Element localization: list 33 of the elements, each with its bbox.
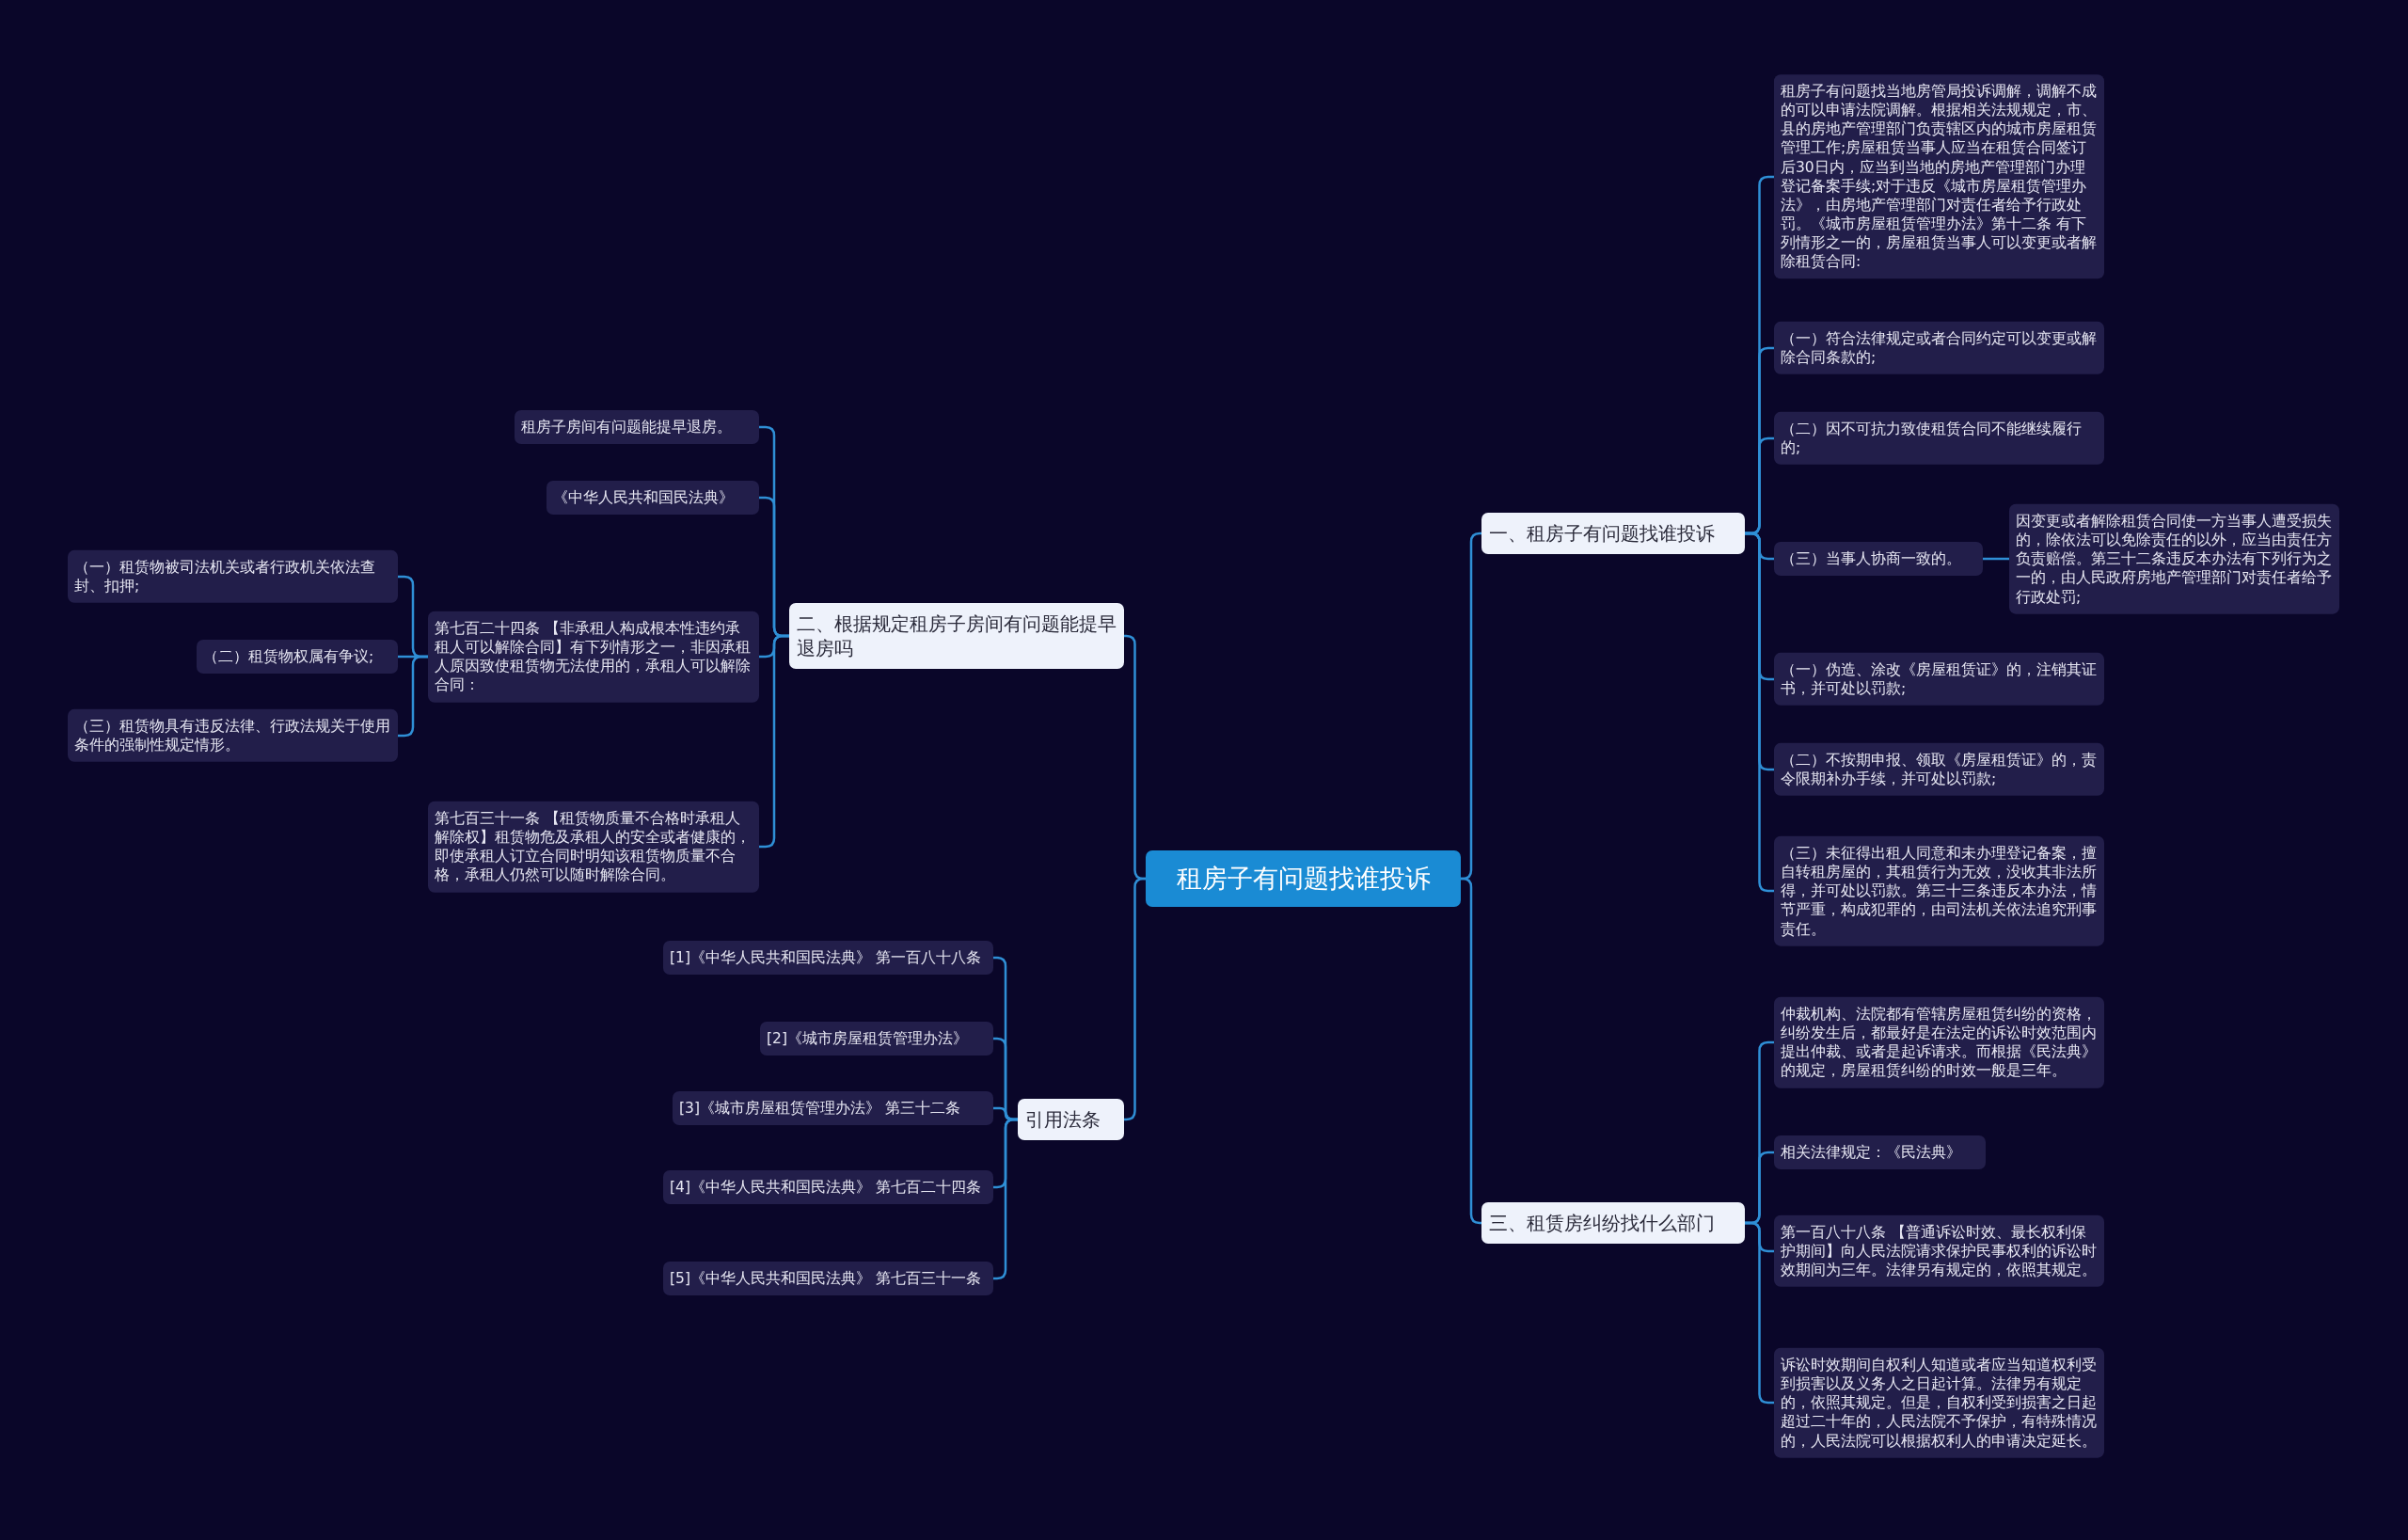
note-box: 诉讼时效期间自权利人知道或者应当知道权利受到损害以及义务人之日起计算。法律另有规定的，依照其规定。但是，自权利受到损害之日起超过二十年的，人民法院不予保护，有特殊情况的，人民法院可以根据权利人的申请决定延长。	[1774, 1347, 2104, 1458]
note-box: （一）伪造、涂改《房屋租赁证》的，注销其证书，并可处以罚款;	[1774, 652, 2104, 706]
connector	[993, 1118, 1018, 1280]
note-box: （三）租赁物具有违反法律、行政法规关于使用条件的强制性规定情形。	[68, 708, 398, 763]
branch-topic: 二、根据规定租房子房间有问题能提早退房吗	[789, 603, 1124, 669]
note-box: 第七百三十一条 【租赁物质量不合格时承租人解除权】租赁物危及承租人的安全或者健康的，即使承租人订立合同时明知该租赁物质量不合格，承租人仍然可以随时解除合同。	[428, 801, 759, 893]
note-box: （二）不按期申报、领取《房屋租赁证》的，责令限期补办手续，并可处以罚款;	[1774, 742, 2104, 797]
note-box: [2]《城市房屋租赁管理办法》	[760, 1021, 993, 1056]
note-box: [4]《中华人民共和国民法典》 第七百二十四条	[663, 1169, 993, 1205]
note-box: （三）未征得出租人同意和未办理登记备案，擅自转租房屋的，其租赁行为无效，没收其非法所得，并可处以罚款。第三十三条违反本办法，情节严重，构成犯罪的，由司法机关依法追究刑事责任。	[1774, 835, 2104, 946]
note-box: 第一百八十八条 【普通诉讼时效、最长权利保护期间】向人民法院请求保护民事权利的诉讼时效期间为三年。法律另有规定的，依照其规定。	[1774, 1215, 2104, 1288]
branch-topic: 引用法条	[1018, 1099, 1124, 1140]
note-box: [3]《城市房屋租赁管理办法》 第三十二条	[673, 1090, 993, 1126]
note-box: [1]《中华人民共和国民法典》 第一百八十八条	[663, 940, 993, 976]
note-box: 租房子有问题找当地房管局投诉调解，调解不成的可以申请法院调解。根据相关法规规定，市、县的房地产管理部门负责辖区内的城市房屋租赁管理工作;房屋租赁当事人应当在租赁合同签订后30日内，应当到当地的房地产管理部门办理登记备案手续;对于违反《城市房屋租赁管理办法》，由房地产管理部门对责任者给予行政处罚。《城市房屋租赁管理办法》第十二条 有下列情形之一的，房屋租赁当事人可以变更或者解除租赁合同:	[1774, 74, 2104, 279]
note-box: （二）租赁物权属有争议;	[197, 639, 398, 675]
note-box: 第七百二十四条 【非承租人构成根本性违约承租人可以解除合同】有下列情形之一，非因承租人原因致使租赁物无法使用的，承租人可以解除合同：	[428, 611, 759, 703]
branch-topic: 一、租房子有问题找谁投诉	[1481, 513, 1745, 554]
note-box: （一）符合法律规定或者合同约定可以变更或解除合同条款的;	[1774, 321, 2104, 375]
note-box: （三）当事人协商一致的。	[1774, 541, 1983, 577]
connector	[1983, 557, 2009, 561]
central-topic: 租房子有问题找谁投诉	[1146, 850, 1461, 907]
note-box: 租房子房间有问题能提早退房。	[515, 409, 759, 445]
note-box: 因变更或者解除租赁合同使一方当事人遭受损失的，除依法可以免除责任的以外，应当由责任方负责赔偿。第三十二条违反本办法有下列行为之一的，由人民政府房地产管理部门对责任者给予行政处罚;	[2009, 503, 2339, 614]
note-box: 相关法律规定：《民法典》	[1774, 1135, 1986, 1170]
note-box: （一）租赁物被司法机关或者行政机关依法查封、扣押;	[68, 549, 398, 604]
branch-topic: 三、租赁房纠纷找什么部门	[1481, 1202, 1745, 1244]
note-box: （二）因不可抗力致使租赁合同不能继续履行的;	[1774, 411, 2104, 466]
connector	[1124, 877, 1146, 1121]
connector	[1460, 877, 1482, 1225]
note-box: 《中华人民共和国民法典》	[547, 480, 759, 516]
note-box: 仲裁机构、法院都有管辖房屋租赁纠纷的资格，纠纷发生后，都最好是在法定的诉讼时效范围内提出仲裁、或者是起诉请求。而根据《民法典》的规定，房屋租赁纠纷的时效一般是三年。	[1774, 996, 2104, 1088]
note-box: [5]《中华人民共和国民法典》 第七百三十一条	[663, 1261, 993, 1296]
